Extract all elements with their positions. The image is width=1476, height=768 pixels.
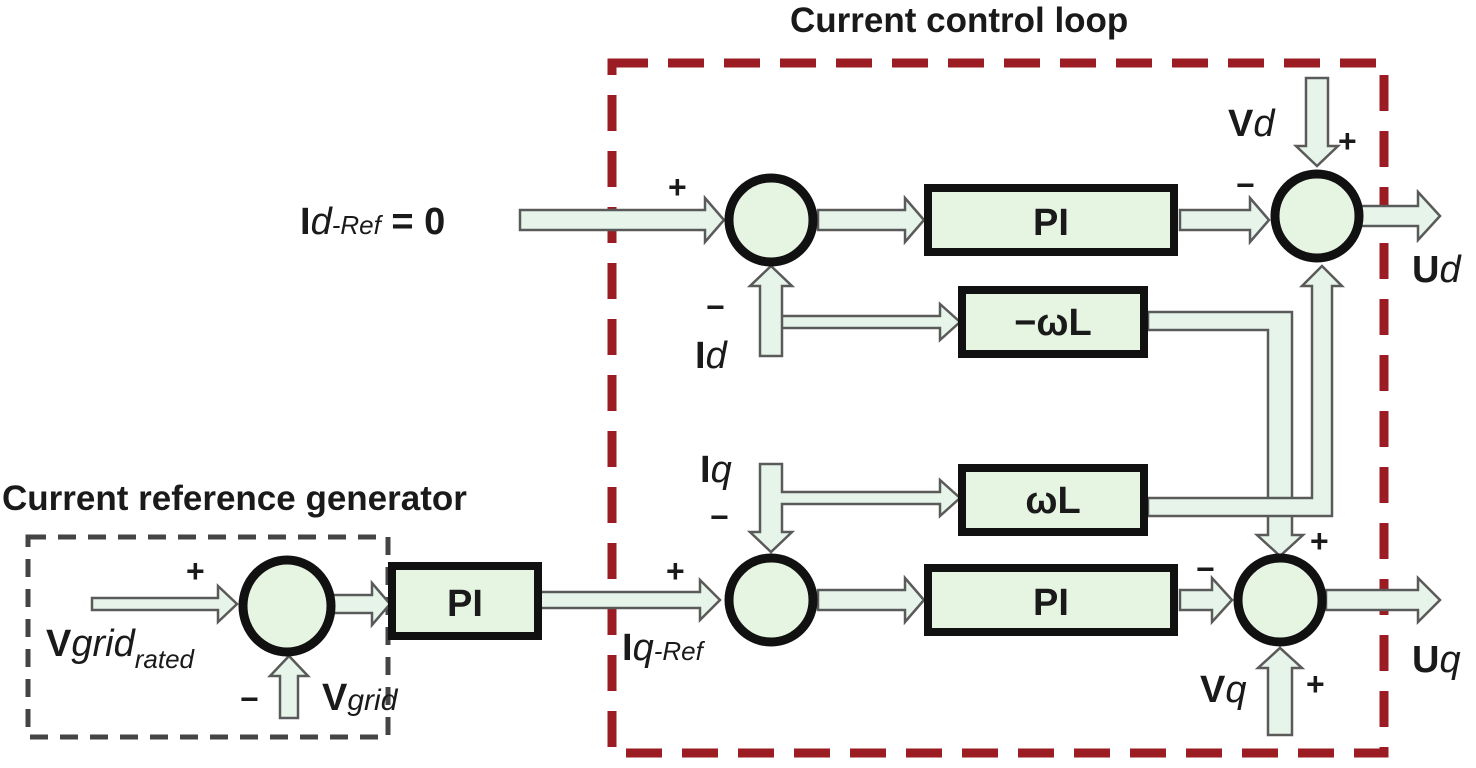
neg-omega-l-block: [958, 286, 1148, 358]
label-id-ref: Id-Ref = 0: [300, 201, 445, 243]
label-vgrid: Vgrid: [322, 677, 399, 719]
pi-q-block: [924, 564, 1178, 636]
pi-ref-block: [388, 562, 542, 640]
omega-l-label: ωL: [1025, 480, 1080, 522]
label-iq-ref: Iq-Ref: [622, 627, 706, 669]
sign-minus-pi-q: −: [1196, 551, 1215, 587]
pi-d-label: PI: [1033, 202, 1069, 244]
sum-q-to-pi-arrow: [816, 574, 926, 626]
pi-d-block: [924, 184, 1178, 256]
pi-d-to-sum-arrow: [1178, 194, 1271, 246]
sign-minus-pi-d: −: [1236, 167, 1255, 203]
iq-ref-arrow: [538, 576, 722, 624]
sum-junction-ud: [1270, 169, 1364, 263]
sum-ref-to-pi-arrow: [328, 579, 392, 629]
label-vq: Vq: [1200, 669, 1247, 711]
label-vgrid-rated: Vgridrated: [46, 623, 196, 674]
sum-junction-q-error: [724, 553, 818, 647]
sign-plus-vq: +: [1306, 666, 1325, 702]
label-ud: Ud: [1412, 249, 1462, 291]
vq-arrow: [1254, 646, 1306, 737]
omega-l-to-sum-d-arrow: [1146, 264, 1346, 518]
vgrid-arrow: [267, 654, 311, 720]
pi-q-label: PI: [1033, 582, 1069, 624]
neg-omega-l-label: −ωL: [1014, 302, 1092, 344]
vgrid-rated-arrow: [90, 583, 239, 625]
sign-plus-iq-ref: +: [666, 553, 685, 589]
label-uq: Uq: [1412, 639, 1461, 681]
label-iq: Iq: [700, 449, 732, 491]
iq-feedback-arrow: [746, 462, 962, 554]
current-control-loop-boundary: [607, 58, 1389, 758]
uq-output-arrow: [1324, 574, 1442, 626]
label-vd: Vd: [1228, 103, 1276, 145]
sign-minus-vgrid: −: [240, 681, 259, 717]
pi-q-to-sum-arrow: [1178, 574, 1234, 626]
sign-plus-cross-coupling: +: [1310, 523, 1329, 559]
sum-d-to-pi-arrow: [816, 194, 926, 246]
sum-junction-d-error: [724, 173, 818, 267]
title-current-control-loop: Current control loop: [790, 1, 1128, 40]
sign-plus-vgrid-rated: +: [186, 553, 205, 589]
vd-arrow: [1292, 76, 1342, 168]
title-current-reference-generator: Current reference generator: [2, 479, 467, 518]
ud-output-arrow: [1356, 188, 1442, 244]
omega-l-block: [958, 464, 1148, 536]
neg-omega-l-to-sum-q-arrow: [1146, 310, 1307, 558]
label-id: Id: [695, 335, 729, 377]
sign-plus-vd: +: [1338, 123, 1357, 159]
sign-minus-id: −: [706, 289, 725, 325]
sum-junction-uq: [1233, 553, 1327, 647]
id-feedback-arrow: [746, 264, 962, 358]
id-ref-arrow: [518, 194, 726, 246]
pi-ref-label: PI: [447, 583, 483, 625]
sign-minus-iq: −: [710, 499, 729, 535]
sign-plus-id-ref: +: [668, 169, 687, 205]
sum-junction-ref: [238, 555, 336, 657]
